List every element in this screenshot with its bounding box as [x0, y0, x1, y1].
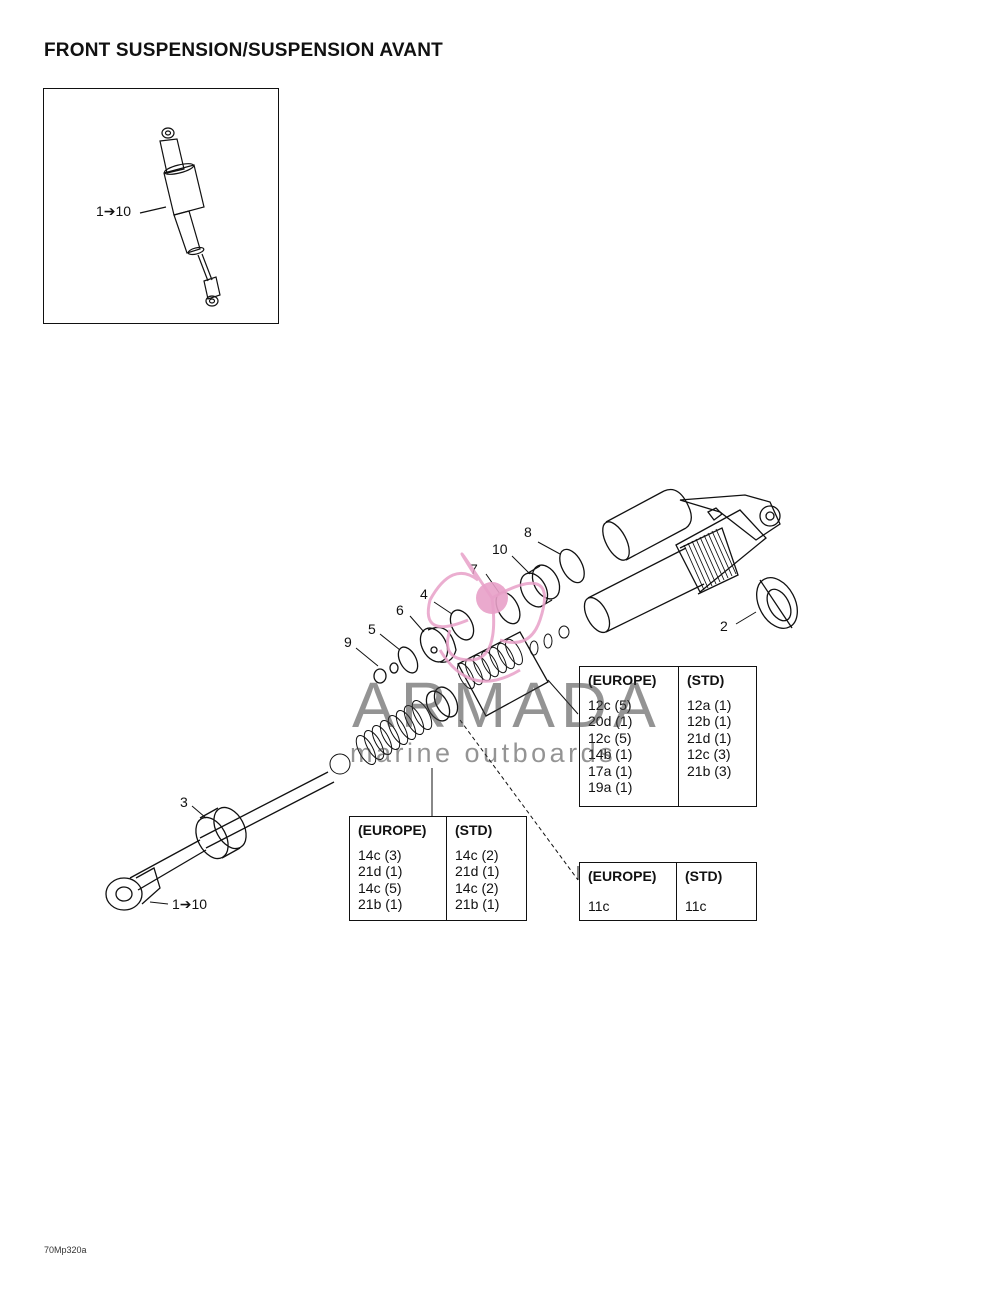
table-cell: 20d (1): [588, 713, 633, 730]
callout-9: 9: [344, 634, 352, 650]
callout-3: 3: [180, 794, 188, 810]
table-column-europe: 14c (3) 21d (1) 14c (5) 21b (1): [350, 847, 447, 921]
ring-7: [495, 591, 521, 625]
table-header-std: (STD): [678, 666, 757, 697]
table-cell: 21d (1): [687, 729, 732, 746]
table-cell: 12c (5): [588, 696, 632, 713]
callout-7: 7: [470, 561, 478, 577]
oring-4: [449, 609, 475, 641]
valve-9: [373, 662, 399, 684]
table-column-std: 14c (2) 21d (1) 14c (2) 21b (1): [446, 846, 527, 921]
shock-overview-drawing: [139, 127, 221, 307]
shaft: [129, 771, 335, 891]
body-threads: [683, 528, 737, 591]
top-mount: [679, 494, 781, 541]
table-cell: 12b (1): [687, 713, 732, 730]
figure-code: 70Mp320a: [44, 1245, 87, 1255]
table-column-europe: 11c: [580, 898, 677, 920]
page-title: FRONT SUSPENSION/SUSPENSION AVANT: [44, 40, 443, 61]
callout-8: 8: [524, 524, 532, 540]
piston: [425, 686, 459, 722]
table-cell: 14c (2): [455, 879, 499, 896]
table-cell: 14b (1): [588, 746, 633, 763]
oring-8: [559, 548, 585, 584]
bladder-6: [419, 626, 457, 663]
table-cell: 11c: [685, 898, 707, 915]
table-cell: 21b (1): [358, 896, 403, 913]
reservoir-upper: [602, 488, 692, 561]
lower-tube: [583, 547, 705, 634]
washer-5: [397, 646, 419, 674]
table-cell: 21b (1): [455, 896, 500, 913]
table-cell: 11c: [588, 898, 610, 915]
preload-ring: [756, 577, 798, 629]
table-column-std: 12a (1) 12b (1) 21d (1) 12c (3) 21b (3): [678, 696, 757, 807]
table-cell: 21d (1): [455, 863, 500, 880]
table-column-std: 11c: [676, 898, 757, 921]
table-cell: 21d (1): [358, 863, 403, 880]
table-cell: 19a (1): [588, 779, 633, 796]
table-cell: 14c (5): [358, 879, 402, 896]
main-body: [675, 509, 767, 595]
seal-head-10: [519, 564, 561, 608]
parts-table-lower: (EUROPE) (STD) 11c 11c: [579, 862, 757, 921]
callout-10: 10: [492, 541, 508, 557]
lower-shims: [329, 699, 433, 775]
table-header-europe: (EUROPE): [588, 868, 657, 884]
watermark-brand: ARMADA: [352, 669, 662, 741]
callout-5: 5: [368, 621, 376, 637]
table-header-std: (STD): [446, 816, 527, 847]
table-cell: 21b (3): [687, 762, 732, 779]
table-column-europe: 12c (5) 20d (1) 12c (5) 14b (1) 17a (1) …: [580, 697, 679, 807]
bottom-eye: [105, 867, 161, 911]
inset-callout: 1➔10: [96, 203, 132, 219]
callout-4: 4: [420, 586, 428, 602]
overview-inset: 1➔10: [43, 88, 279, 324]
watermark-subtitle: marine outboards: [350, 738, 617, 768]
table-header-std: (STD): [676, 862, 757, 899]
table-cell: 17a (1): [588, 762, 633, 779]
parts-table-middle: (EUROPE) (STD) 14c (3) 21d (1) 14c (5) 2…: [349, 816, 527, 921]
callout-6: 6: [396, 602, 404, 618]
shaft-seal-3: [195, 806, 247, 860]
callout-2: 2: [720, 618, 728, 634]
table-cell: 12c (5): [588, 729, 632, 746]
table-cell: 12c (3): [687, 746, 731, 763]
parts-table-upper: (EUROPE) (STD) 12c (5) 20d (1) 12c (5) 1…: [579, 666, 757, 807]
table-header-europe: (EUROPE): [588, 672, 657, 688]
table-cell: 14c (3): [358, 846, 402, 863]
callout-1-10: 1➔10: [172, 896, 208, 912]
table-cell: 14c (2): [455, 846, 499, 863]
table-header-europe: (EUROPE): [358, 822, 427, 838]
table-cell: 12a (1): [687, 696, 732, 713]
